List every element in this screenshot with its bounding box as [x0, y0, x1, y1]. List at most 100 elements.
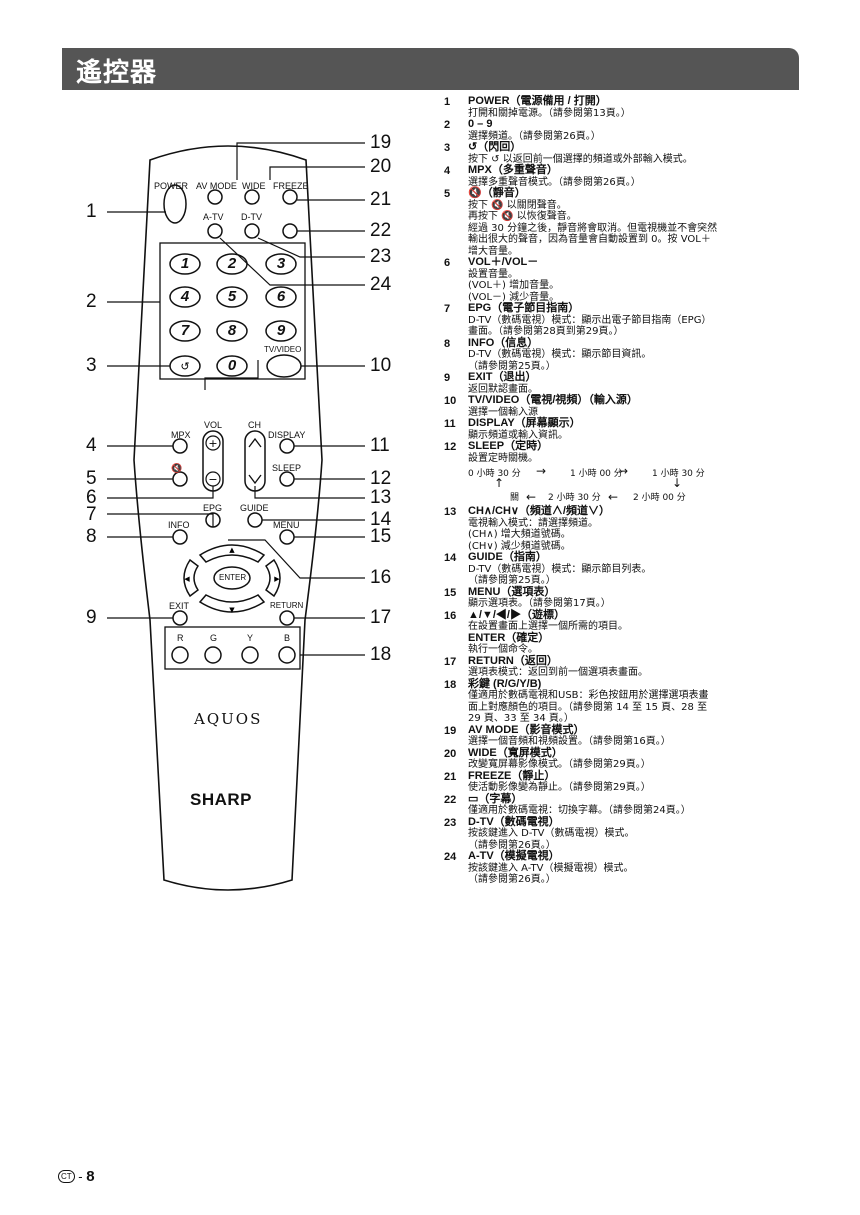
entry-text-line: 使活動影像變為靜止。（請參閱第29頁。）	[468, 782, 651, 793]
description-entry: 1 POWER（電源備用 / 打開）打開和關掉電源。（請參閱第13頁。）	[444, 95, 796, 119]
callout-17: 17	[370, 607, 392, 628]
entry-text-line: 電視輸入模式：請選擇頻道。	[468, 517, 598, 529]
entry-number: 21	[444, 770, 457, 783]
color-keys-frame	[164, 626, 301, 670]
footer-separator: -	[74, 1169, 87, 1184]
entry-heading: INFO（信息）	[468, 336, 539, 349]
entry-number: 15	[444, 586, 457, 599]
callout-10: 10	[370, 355, 392, 376]
entry-text-line: 顯示頻道或輸入資訊。	[468, 429, 568, 441]
entry-number: 13	[444, 506, 457, 518]
entry-text-line: 選擇頻道。（請參閱第26頁。）	[468, 130, 601, 142]
power-label: POWER	[154, 181, 189, 191]
cursor-right-button	[264, 558, 281, 598]
callout-8: 8	[86, 526, 97, 547]
entry-text-line: (CH∧) 增大頻道號碼。	[468, 529, 571, 540]
entry-heading: FREEZE（靜止）	[468, 769, 556, 782]
remote-illustration: ↺ + − ▲ ▼ ◀ ▶	[86, 132, 392, 891]
entry-number: 14	[444, 552, 457, 564]
description-entry: 21 FREEZE（靜止）使活動影像變為靜止。（請參閱第29頁。）	[444, 769, 796, 794]
display-button	[279, 438, 295, 454]
callout-13: 13	[370, 487, 392, 508]
entry-number: 2	[444, 119, 451, 131]
digit-2: 2	[227, 255, 237, 272]
cursor-left-button	[183, 558, 200, 598]
atv-label: A-TV	[203, 212, 224, 222]
entry-number: 23	[444, 816, 457, 829]
av-mode-button	[207, 189, 223, 205]
digit-3: 3	[276, 255, 286, 272]
entry-number: 12	[444, 441, 457, 453]
callout-19: 19	[370, 132, 392, 153]
b-label: B	[284, 633, 291, 643]
callout-6: 6	[86, 487, 97, 508]
sleep-label: SLEEP	[272, 463, 302, 473]
menu-button	[279, 529, 295, 545]
entry-heading: GUIDE（指南）	[468, 551, 547, 563]
callout-lines-right	[204, 142, 365, 656]
cursor-down-button	[198, 594, 266, 613]
digit-1: 1	[180, 255, 190, 272]
callout-3: 3	[86, 355, 97, 376]
sleep-arrow-icon: ↑	[494, 476, 505, 490]
button-description-list: 1 POWER（電源備用 / 打開）打開和關掉電源。（請參閱第13頁。） 2 0 – …	[444, 95, 796, 886]
digit-6: 6	[276, 288, 286, 305]
atv-button	[207, 223, 223, 239]
right-arrow-icon: ▶	[274, 575, 280, 583]
guide-button	[247, 512, 263, 528]
digit-key-0	[216, 355, 248, 377]
entry-text-line: 增大音量。	[468, 245, 518, 257]
digit-7: 7	[180, 322, 190, 339]
entry-heading: POWER（電源備用 / 打開）	[468, 95, 607, 107]
entry-text-line: 打開和關掉電源。（請參閱第13頁。）	[468, 107, 631, 119]
callout-18: 18	[370, 644, 392, 665]
tv-video-label: TV/VIDEO	[264, 345, 302, 354]
ch-label: CH	[248, 420, 261, 430]
entry-text-line: 畫面。（請參閱第28頁到第29頁。）	[468, 326, 624, 337]
sleep-button	[279, 471, 295, 487]
entry-number: 19	[444, 724, 457, 737]
yellow-key	[241, 646, 259, 664]
entry-text-line: 選項表模式：返回到前一個選項表畫面。	[468, 667, 648, 678]
entry-heading: A-TV（模擬電視）	[468, 850, 560, 862]
left-arrow-icon: ◀	[184, 575, 190, 583]
callout-5: 5	[86, 468, 97, 489]
sleep-arrow-icon: ←	[526, 490, 537, 504]
entry-heading: 0 – 9	[468, 118, 493, 130]
entry-number: 16	[444, 609, 457, 622]
return-label: RETURN	[270, 601, 304, 610]
entry-number: 5	[444, 188, 451, 200]
vol-label: VOL	[204, 420, 223, 430]
entry-number: 1	[444, 96, 451, 108]
entry-heading: SLEEP（定時）	[468, 440, 549, 452]
entry-text-line: (CH∨) 減少頻道號碼。	[468, 540, 571, 552]
callout-11: 11	[370, 435, 390, 456]
entry-number: 22	[444, 793, 457, 806]
av-mode-label: AV MODE	[196, 181, 237, 191]
entry-heading: DISPLAY（屏幕顯示）	[468, 417, 581, 429]
return-button	[279, 610, 295, 626]
entry-text-line: 選擇多重聲音模式。（請參閱第26頁。）	[468, 176, 641, 188]
mute-icon: 🔇	[171, 463, 183, 473]
power-button	[163, 184, 187, 224]
flashback-icon: ↺	[180, 360, 189, 373]
entry-text-line: 面上對應顏色的項目。（請參閱第 14 至 15 頁、28 至	[468, 701, 708, 713]
sleep-step-label: 2 小時 00 分	[633, 493, 686, 503]
digit-5: 5	[227, 288, 237, 305]
entry-number: 20	[444, 747, 457, 760]
entry-number: 7	[444, 303, 451, 315]
callout-23: 23	[370, 246, 392, 267]
dtv-label: D-TV	[241, 212, 262, 222]
entry-text-line: 按下 🔇 以關閉聲音。	[468, 199, 567, 211]
entry-text-line: 再按下 🔇 以恢復聲音。	[468, 211, 577, 222]
exit-label: EXIT	[169, 601, 190, 611]
entry-text-line: （請參閱第26頁。）	[468, 874, 556, 885]
